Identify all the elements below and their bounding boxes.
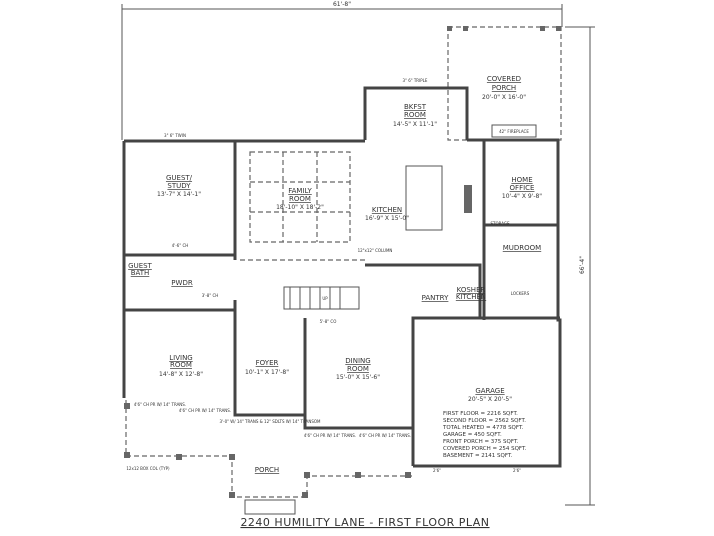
room-label: ROOM: [404, 111, 426, 119]
room-label: GARAGE: [475, 387, 504, 395]
window-note: 3" 6" TWIN: [164, 133, 186, 138]
room-size: 10'-1" X 17'-8": [245, 369, 289, 376]
overall-depth-label: 66'-4": [579, 256, 586, 274]
front-porch: PORCH 12x12 BOX COL (TYP): [124, 400, 412, 515]
room-labels: 3" 6" TWIN GUEST/ STUDY 13'-7" X 14'-1" …: [128, 133, 542, 473]
room-label: STUDY: [167, 182, 191, 190]
room-size: 10'-4" X 9'-8": [502, 193, 542, 200]
storage-note: STORAGE: [490, 221, 510, 226]
walls: UP: [122, 138, 562, 468]
closet-note: 4'-6" CH: [172, 243, 189, 248]
cased-opening-note: 5'-8" CO: [320, 319, 337, 324]
stairs-label: UP: [322, 296, 328, 301]
stat-first-floor: FIRST FLOOR = 2216 SQFT.: [443, 411, 518, 417]
room-label: ROOM: [170, 361, 192, 369]
room-label: PANTRY: [422, 294, 449, 302]
room-size: 20'-5" X 20'-5": [468, 396, 512, 403]
plan-title: 2240 HUMILITY LANE - FIRST FLOOR PLAN: [240, 516, 489, 529]
window-note: 4'6" CH PR W/ 14" TRANS.: [179, 408, 231, 413]
room-size: 18'-10" X 18'-2": [276, 204, 324, 211]
overall-width-label: 61'-8": [333, 1, 351, 8]
room-size: 16'-9" X 15'-0": [365, 215, 409, 222]
room-label: ROOM: [347, 365, 369, 373]
stat-basement: BASEMENT = 2141 SQFT.: [443, 453, 513, 459]
covered-porch: COVERED PORCH 20'-0" X 16'-0" 42" FIREPL…: [447, 26, 562, 141]
window-note: 2'6": [433, 468, 441, 473]
stat-front-porch: FRONT PORCH = 375 SQFT.: [443, 439, 519, 445]
room-label: BKFST: [404, 103, 427, 111]
window-note: 4'6" CH PR W/ 14" TRANS.: [359, 433, 411, 438]
room-label: BATH: [131, 269, 150, 277]
room-label: KITCHEN: [372, 206, 402, 214]
window-note: 2'6": [513, 468, 521, 473]
area-stats: FIRST FLOOR = 2216 SQFT. SECOND FLOOR = …: [442, 411, 527, 459]
column-note: 12"x12" COLUMN: [358, 248, 393, 253]
window-note: 3" 6" TRIPLE: [403, 78, 428, 83]
room-label: OFFICE: [510, 184, 535, 192]
dimension-lines: 61'-8" 66'-4": [121, 1, 595, 506]
room-label: PORCH: [255, 466, 279, 474]
room-label: HOME: [511, 176, 532, 184]
room-label: ROOM: [289, 195, 311, 203]
room-label: GUEST/: [166, 174, 193, 182]
window-note: 4'6" CH PR W/ 14" TRANS.: [304, 433, 356, 438]
room-label: KOSHER: [457, 286, 486, 294]
room-size: 14'-8" X 12'-8": [159, 371, 203, 378]
stat-covered-porch: COVERED PORCH = 254 SQFT.: [443, 446, 527, 452]
post-note: 12x12 BOX COL (TYP): [126, 466, 170, 471]
room-label: MUDROOM: [503, 244, 541, 252]
room-label: GUEST: [128, 262, 152, 270]
room-label: FOYER: [256, 359, 279, 367]
stat-second-floor: SECOND FLOOR = 2562 SQFT.: [443, 418, 526, 424]
room-label: PORCH: [492, 84, 516, 92]
room-label: DINING: [345, 357, 370, 365]
room-size: 14'-5" X 11'-1": [393, 121, 437, 128]
room-size: 15'-0" X 15'-6": [336, 374, 380, 381]
front-door-note: 3'-0" W/ 14" TRANS & 12" SDLTS W/ 14" TR…: [220, 419, 322, 424]
room-label: PWDR: [171, 279, 193, 287]
stat-total-heated: TOTAL HEATED = 4778 SQFT.: [442, 425, 524, 431]
breakfast-room: 3" 6" TRIPLE BKFST ROOM 14'-5" X 11'-1": [363, 78, 469, 140]
closet-note: 3'-8" CH: [202, 293, 219, 298]
lockers-note: LOCKERS: [511, 291, 530, 296]
room-label: COVERED: [487, 75, 521, 83]
room-size: 13'-7" X 14'-1": [157, 191, 201, 198]
room-label: KITCHEN: [456, 293, 486, 301]
window-note: 4'6" CH PR W/ 14" TRANS.: [134, 402, 186, 407]
fireplace-note: 42" FIREPLACE: [499, 129, 529, 134]
stat-garage: GARAGE = 450 SQFT.: [443, 432, 502, 438]
room-size: 20'-0" X 16'-0": [482, 94, 526, 101]
room-label: LIVING: [169, 354, 192, 362]
room-label: FAMILY: [288, 187, 312, 195]
